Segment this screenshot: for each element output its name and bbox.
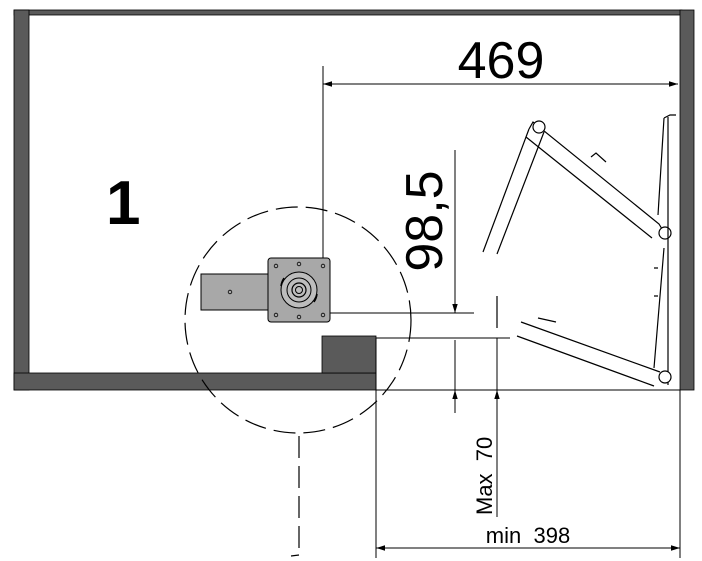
dimension-lines bbox=[322, 66, 681, 558]
cabinet-structure bbox=[13, 9, 695, 391]
left-side-panel bbox=[13, 9, 30, 391]
bottom-panel bbox=[13, 372, 377, 391]
plinth-block bbox=[321, 335, 377, 374]
top-panel bbox=[13, 9, 683, 16]
right-side-panel bbox=[679, 9, 695, 391]
swing-circle bbox=[184, 206, 412, 557]
hinge-bracket bbox=[200, 257, 331, 323]
cabinet-number: 1 bbox=[106, 169, 140, 238]
dimension-label-469: 469 bbox=[458, 32, 545, 90]
dimension-label-max-70: Max 70 bbox=[472, 437, 497, 515]
folding-door-mechanism bbox=[482, 114, 676, 387]
dimension-label-min-398: min 398 bbox=[486, 523, 570, 548]
dimension-label-98-5: 98,5 bbox=[396, 170, 454, 271]
